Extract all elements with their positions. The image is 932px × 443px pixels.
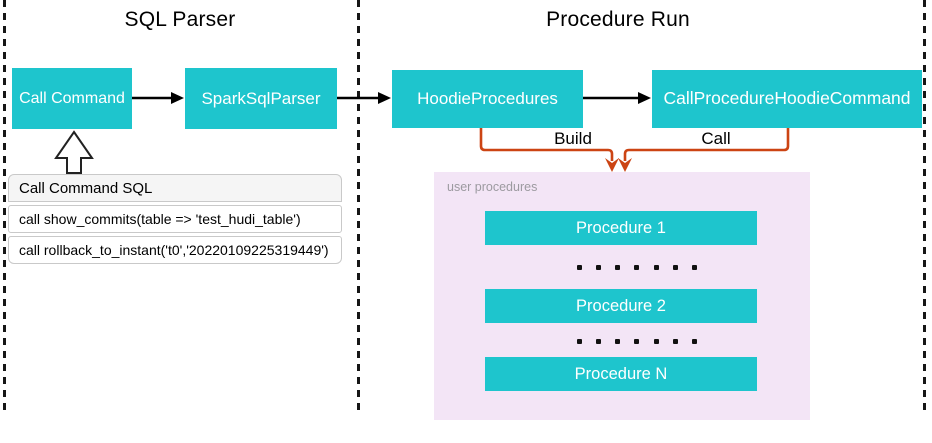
sql-example-row: call rollback_to_instant('t0','202201092… <box>8 236 342 264</box>
call-procedure-hoodie-command-node: CallProcedureHoodieCommand <box>652 70 922 128</box>
call-command-node: Call Command <box>12 68 132 129</box>
sql-parser-section-title: SQL Parser <box>124 8 236 31</box>
middle-dashed-border <box>357 0 360 415</box>
hoodie-procedures-node: HoodieProcedures <box>392 70 583 128</box>
procedure-run-section-title: Procedure Run <box>546 8 690 31</box>
dots-separator <box>577 265 697 270</box>
flow-arrow-hoodieprocedures-to-callprocedure <box>583 92 651 104</box>
user-procedures-label: user procedures <box>447 180 538 194</box>
dots-separator <box>577 339 697 344</box>
procedure-n-node: Procedure N <box>485 357 757 391</box>
procedure-1-node: Procedure 1 <box>485 211 757 245</box>
procedure-2-node: Procedure 2 <box>485 289 757 323</box>
left-dashed-border <box>3 0 6 415</box>
user-procedures-panel: user procedures Procedure 1 Procedure 2 … <box>434 172 810 420</box>
flow-arrow-parser-to-hoodieprocedures <box>337 92 391 104</box>
spark-sql-parser-node: SparkSqlParser <box>185 68 337 129</box>
sql-panel-header: Call Command SQL <box>8 174 342 202</box>
sql-example-row: call show_commits(table => 'test_hudi_ta… <box>8 205 342 233</box>
right-dashed-border <box>923 0 926 415</box>
up-arrow-icon <box>54 130 94 174</box>
flow-arrow-callcommand-to-parser <box>132 92 184 104</box>
call-edge-label: Call <box>701 129 731 148</box>
build-edge-label: Build <box>554 129 592 148</box>
